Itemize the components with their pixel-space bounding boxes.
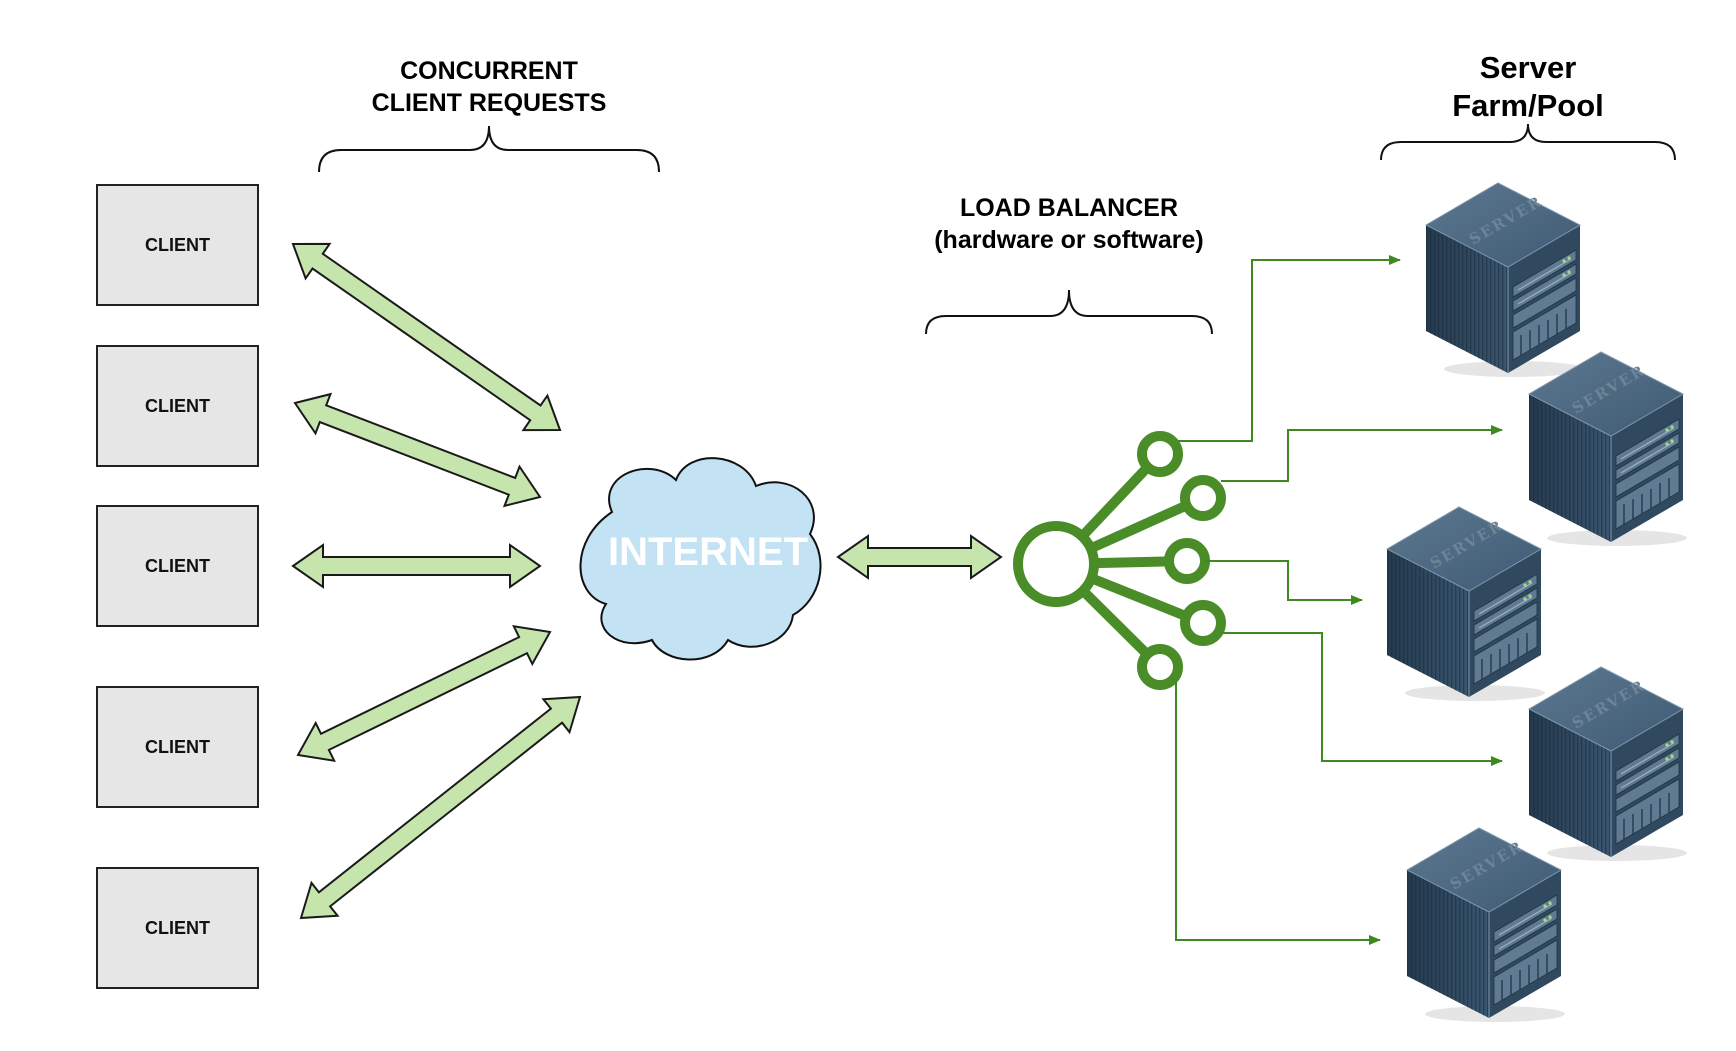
connector-server-2 — [1221, 425, 1503, 482]
server-connectors — [1175, 255, 1503, 945]
client-box-4[interactable]: CLIENT — [96, 686, 259, 808]
heading-load-balancer-line2: (hardware or software) — [934, 226, 1204, 254]
server-rack-icon[interactable]: SERVER — [1528, 666, 1688, 862]
client-box-3[interactable]: CLIENT — [96, 505, 259, 627]
client-box-2[interactable]: CLIENT — [96, 345, 259, 467]
arrow-client-4-internet — [296, 625, 552, 762]
heading-load-balancer-line1: LOAD BALANCER — [960, 194, 1178, 222]
cloud-icon — [579, 457, 822, 661]
arrow-client-2-internet — [293, 392, 542, 508]
connector-server-3 — [1205, 560, 1363, 605]
heading-concurrent-line1: CONCURRENT — [400, 57, 578, 85]
arrow-client-5-internet — [299, 695, 582, 920]
heading-concurrent-line2: CLIENT REQUESTS — [372, 89, 607, 117]
connector-server-1 — [1178, 255, 1401, 442]
arrow-client-3-internet — [291, 543, 542, 589]
arrow-internet-balancer — [836, 534, 1003, 580]
server-rack-icon[interactable]: SERVER — [1528, 351, 1688, 547]
brace-load-balancer — [925, 289, 1213, 335]
internet-cloud[interactable]: INTERNET — [579, 457, 822, 661]
connector-server-5 — [1175, 682, 1381, 945]
client-label: CLIENT — [145, 737, 210, 757]
heading-farm-line2: Farm/Pool — [1452, 88, 1604, 123]
client-label: CLIENT — [145, 235, 210, 255]
client-label: CLIENT — [145, 556, 210, 576]
brace-concurrent — [318, 125, 660, 173]
brace-server-farm — [1380, 123, 1676, 161]
request-arrows — [291, 242, 1003, 920]
client-label: CLIENT — [145, 918, 210, 938]
server-rack-icon[interactable]: SERVER — [1406, 827, 1566, 1023]
client-label: CLIENT — [145, 396, 210, 416]
arrow-client-1-internet — [291, 242, 562, 432]
load-balancer-icon[interactable] — [1013, 431, 1226, 690]
heading-farm-line1: Server — [1480, 50, 1577, 85]
internet-label: INTERNET — [608, 530, 808, 574]
client-box-1[interactable]: CLIENT — [96, 184, 259, 306]
client-box-5[interactable]: CLIENT — [96, 867, 259, 989]
server-rack-icon[interactable]: SERVER — [1425, 182, 1585, 378]
connector-server-4 — [1221, 632, 1503, 766]
server-rack-icon[interactable]: SERVER — [1386, 506, 1546, 702]
